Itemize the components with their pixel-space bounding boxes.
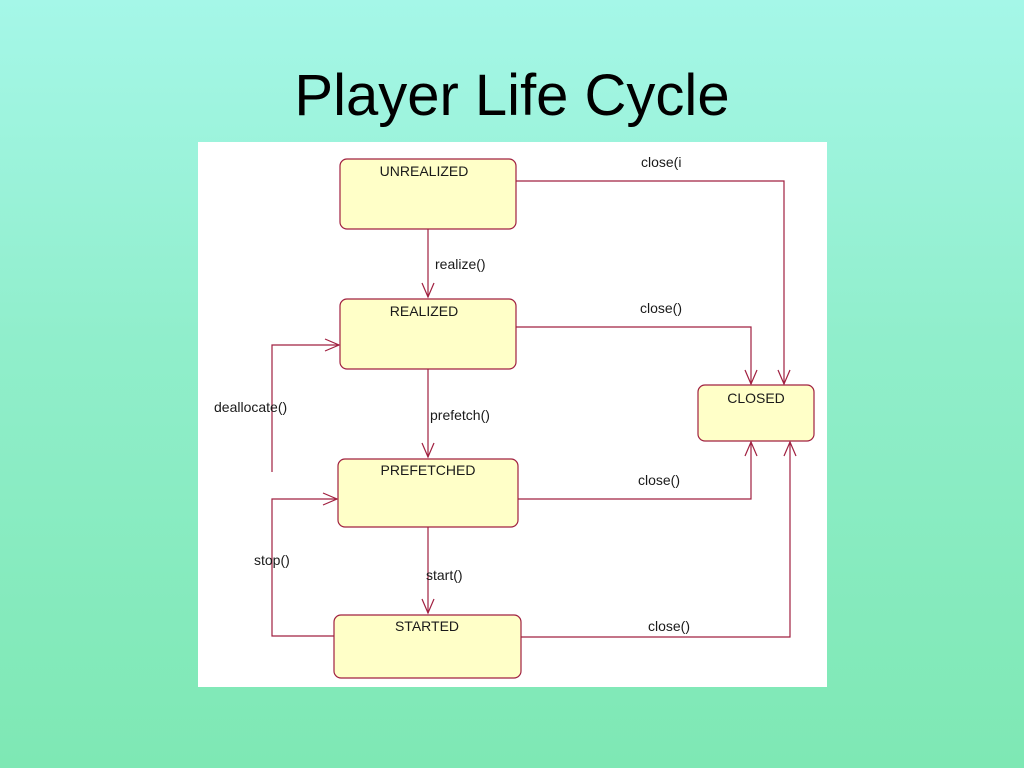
edge-close-started: close()	[521, 440, 797, 638]
label-deallocate: deallocate()	[214, 399, 287, 415]
state-diagram-svg: UNREALIZED REALIZED PREFETCHED STARTED C…	[214, 154, 815, 679]
label-realize: realize()	[435, 256, 486, 272]
edge-stop: stop()	[254, 492, 339, 637]
state-diagram: UNREALIZED REALIZED PREFETCHED STARTED C…	[198, 142, 827, 687]
edge-deallocate: deallocate()	[214, 338, 341, 472]
state-started: STARTED	[333, 614, 522, 679]
label-prefetch: prefetch()	[430, 407, 490, 423]
state-realized-label: REALIZED	[390, 303, 458, 319]
state-closed: CLOSED	[697, 384, 815, 442]
edge-prefetch: prefetch()	[421, 369, 490, 459]
state-unrealized: UNREALIZED	[339, 158, 517, 230]
edge-start: start()	[421, 527, 463, 615]
edge-close-prefetched: close()	[518, 440, 758, 500]
state-prefetched-label: PREFETCHED	[381, 462, 476, 478]
slide-title: Player Life Cycle	[294, 63, 730, 128]
label-close-started: close()	[648, 618, 690, 634]
state-realized: REALIZED	[339, 298, 517, 370]
label-stop: stop()	[254, 552, 290, 568]
state-prefetched: PREFETCHED	[337, 458, 519, 528]
state-closed-label: CLOSED	[727, 390, 785, 406]
edge-close-realized: close()	[516, 300, 758, 386]
label-start: start()	[426, 567, 463, 583]
label-close-unrealized: close(i	[641, 154, 681, 170]
state-started-label: STARTED	[395, 618, 459, 634]
label-close-realized: close()	[640, 300, 682, 316]
edge-close-unrealized: close(i	[516, 154, 791, 386]
state-unrealized-label: UNREALIZED	[380, 163, 469, 179]
label-close-prefetched: close()	[638, 472, 680, 488]
edge-realize: realize()	[421, 229, 486, 299]
